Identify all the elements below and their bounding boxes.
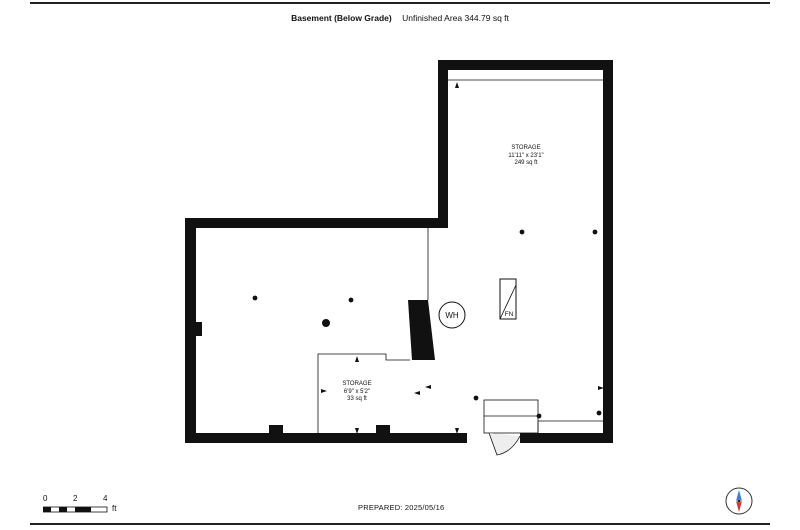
wall-stub-bottom-2: [376, 425, 390, 435]
dimension-arrows: [321, 82, 604, 434]
arrow-up: [355, 356, 359, 362]
room-label-storage-small: STORAGE 6'9" x 5'2" 33 sq ft: [336, 381, 378, 404]
room-name: STORAGE: [342, 381, 372, 387]
room-dimensions: 11'11" x 23'1": [508, 152, 544, 159]
arrow-down: [355, 428, 359, 434]
scale-bar: 0 4 2 4 ft: [40, 494, 130, 518]
water-heater-symbol: [438, 301, 466, 329]
wall-stub-left: [196, 322, 202, 336]
arrow-right: [598, 386, 604, 390]
scale-graphic: [43, 506, 108, 513]
arrow-up: [455, 82, 459, 88]
room-label-storage-large: STORAGE 11'11" x 23'1" 249 sq ft: [504, 145, 548, 168]
bottom-border-line: [30, 523, 770, 525]
compass-icon: [725, 487, 753, 515]
exterior-walls: [185, 60, 613, 443]
scale-unit: ft: [112, 504, 117, 513]
arrow-down: [455, 428, 459, 434]
floor-title: Basement (Below Grade): [291, 13, 392, 23]
arrow-right: [321, 389, 327, 393]
column: [592, 229, 598, 235]
room-area: 249 sq ft: [514, 160, 538, 166]
small-storage-walls: [317, 353, 410, 433]
column: [473, 395, 479, 401]
top-border-line: [30, 2, 770, 4]
chimney-block: [408, 300, 435, 360]
furnace-symbol: [499, 278, 517, 320]
column: [519, 229, 525, 235]
furnace-label: FN: [505, 311, 514, 318]
water-heater-label: WH: [445, 311, 459, 320]
scale-tick-0: 0: [43, 494, 48, 503]
prepared-date: PREPARED: 2025/05/16: [358, 503, 445, 512]
room-name: STORAGE: [511, 145, 541, 151]
room-dimensions: 6'9" x 5'2": [343, 388, 371, 395]
column: [348, 297, 354, 303]
column: [596, 410, 602, 416]
stairs-icon: [483, 399, 539, 434]
plan-header: Basement (Below Grade) Unfinished Area 3…: [0, 13, 800, 23]
room-area: 33 sq ft: [347, 396, 367, 402]
arrow-left: [425, 385, 431, 389]
furnace-diagonal: [499, 284, 517, 320]
door-swing-icon: [488, 432, 521, 456]
scale-tick-end: 4: [103, 494, 108, 503]
column: [252, 295, 258, 301]
scale-tick-mid: 2: [73, 494, 78, 503]
column-icon: [252, 229, 602, 419]
column: [322, 319, 330, 327]
column: [536, 413, 542, 419]
unfinished-area: Unfinished Area 344.79 sq ft: [402, 13, 509, 23]
wall-stub-bottom-1: [269, 425, 283, 435]
brand-logo-strip: [700, 523, 772, 530]
arrow-left: [414, 391, 420, 395]
